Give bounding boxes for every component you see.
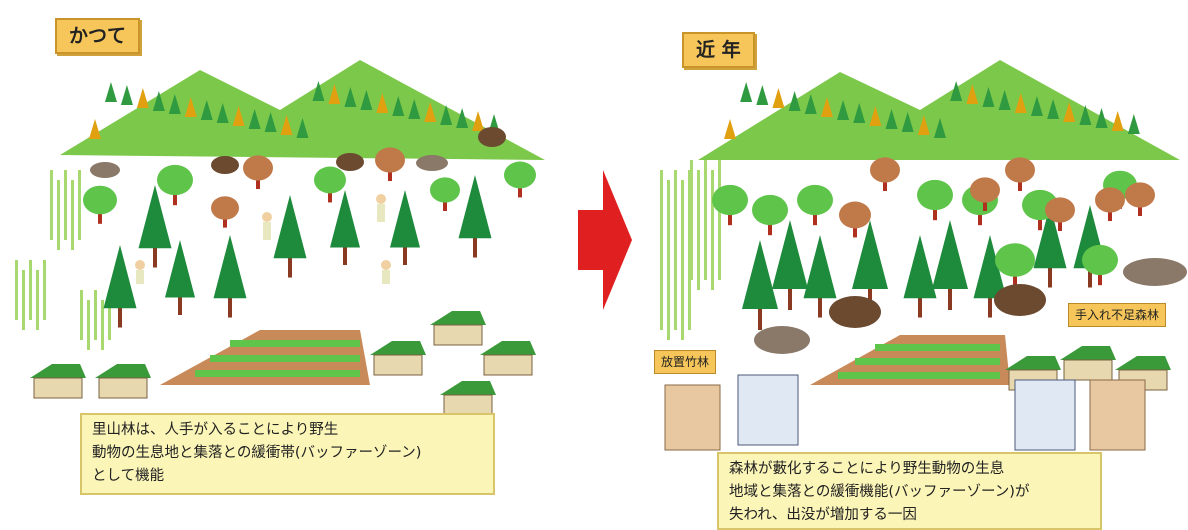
conifer-tree	[852, 220, 888, 310]
conifer-tree	[165, 240, 195, 315]
broadleaf-tree	[211, 196, 239, 228]
conifer-tree	[273, 195, 307, 278]
broadleaf-tree	[839, 201, 871, 238]
past-scene-illustration	[15, 60, 545, 416]
broadleaf-tree	[375, 147, 405, 181]
worker-icon	[135, 194, 391, 284]
conifer-tree	[903, 235, 937, 318]
past-title-tag: かつて	[55, 18, 141, 54]
recent-caption: 森林が藪化することにより野生動物の生息 地域と集落との緩衝機能(バッファーゾーン…	[717, 452, 1102, 530]
past-scene-panel: かつて 里山林は、人手が入ることにより野生 動物の生息地と集落との緩衝帯(バッフ…	[0, 0, 560, 530]
broadleaf-tree	[752, 194, 788, 236]
wild-boar-icon	[90, 155, 448, 178]
broadleaf-tree	[712, 184, 748, 226]
conifer-tree	[742, 240, 778, 330]
broadleaf-tree	[1005, 157, 1035, 191]
broadleaf-tree	[1045, 197, 1075, 231]
farmland-icon	[810, 335, 1010, 385]
conifer-tree	[772, 220, 808, 310]
recent-title-tag: 近 年	[682, 32, 755, 68]
past-caption: 里山林は、人手が入ることにより野生 動物の生息地と集落との緩衝帯(バッファーゾー…	[80, 413, 495, 495]
past-caption-line: として機能	[92, 468, 165, 484]
farmland-icon	[160, 330, 370, 385]
broadleaf-tree	[797, 184, 833, 226]
broadleaf-tree	[1082, 244, 1118, 286]
broadleaf-tree	[243, 155, 273, 189]
conifer-tree	[213, 235, 247, 318]
conifer-tree	[458, 175, 492, 258]
past-caption-line: 里山林は、人手が入ることにより野生	[92, 422, 339, 438]
house-icon	[1005, 346, 1171, 391]
broadleaf-tree	[157, 164, 193, 206]
recent-scene-illustration	[660, 60, 1187, 451]
broadleaf-tree	[314, 166, 346, 203]
broadleaf-tree	[995, 243, 1035, 288]
house-icon	[30, 311, 536, 416]
conifer-tree	[932, 220, 968, 310]
bear-icon	[211, 127, 506, 174]
broadleaf-tree	[504, 161, 536, 198]
recent-caption-line: 森林が藪化することにより野生動物の生息	[729, 461, 1005, 477]
broadleaf-tree	[430, 177, 460, 211]
conifer-tree	[330, 190, 360, 265]
bamboo-grove	[15, 170, 111, 350]
past-caption-line: 動物の生息地と集落との緩衝帯(バッファーゾーン)	[92, 445, 422, 461]
conifer-tree	[1033, 205, 1067, 288]
recent-caption-line: 失われ、出没が増加する一因	[729, 507, 917, 523]
conifer-tree	[803, 235, 837, 318]
broadleaf-tree	[83, 185, 117, 224]
unmanaged-forest-label: 手入れ不足森林	[1068, 303, 1167, 327]
broadleaf-tree	[970, 177, 1000, 211]
broadleaf-tree	[917, 179, 953, 221]
wild-boar-icon	[754, 258, 1187, 354]
conifer-tree	[138, 185, 172, 268]
bamboo-grove	[660, 160, 721, 340]
mountain	[698, 60, 1180, 160]
conifer-tree	[390, 190, 420, 265]
neglected-bamboo-label: 放置竹林	[654, 350, 717, 374]
broadleaf-tree	[1125, 182, 1155, 216]
mountain	[60, 60, 545, 160]
broadleaf-tree	[1095, 187, 1125, 221]
apartment-building-icon	[664, 374, 1146, 451]
conifer-tree	[103, 245, 137, 328]
broadleaf-tree	[870, 157, 900, 191]
conifer-tree	[973, 235, 1007, 318]
recent-caption-line: 地域と集落との緩衝機能(バッファーゾーン)が	[729, 484, 1030, 500]
recent-scene-panel: 近 年 放置竹林 手入れ不足森林 森林が藪化することにより野生動物の生息 地域と…	[620, 0, 1188, 530]
bear-icon	[829, 284, 1046, 328]
